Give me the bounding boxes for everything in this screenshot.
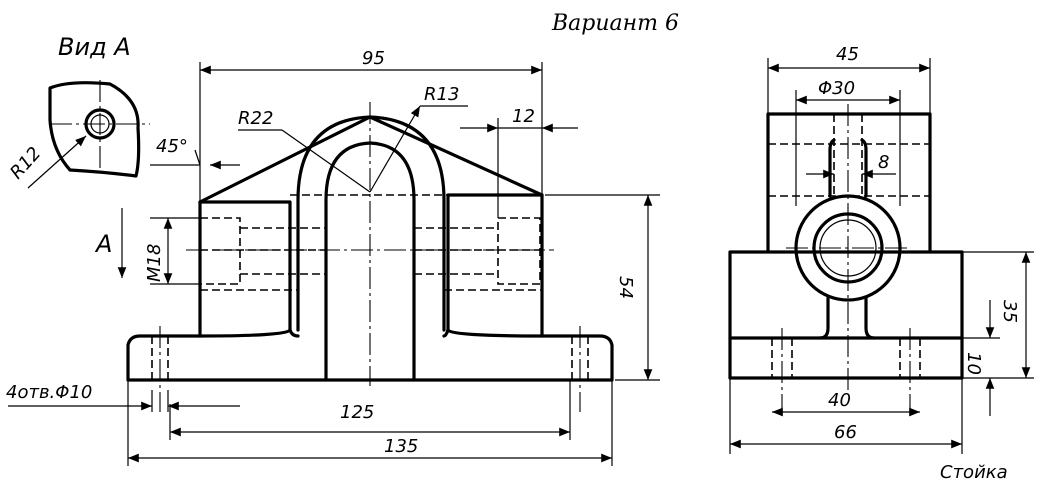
view-a-label: Вид А [58,33,131,61]
dim-8: 8 [878,152,889,173]
dim-35: 35 [999,300,1020,323]
dim-r22: R22 [238,108,273,129]
dim-45-degree: 45° [156,136,188,157]
side-view: 45 Φ30 8 35 10 40 66 [728,44,1034,454]
arrow-a-label: A [94,230,112,258]
dim-54: 54 [615,276,636,299]
dim-135: 135 [384,436,418,457]
view-direction-arrow: A [94,208,127,278]
dim-40: 40 [828,390,851,411]
dim-phi30: Φ30 [818,78,855,99]
dim-10: 10 [963,352,984,375]
dim-12: 12 [512,106,535,127]
dim-m18: M18 [144,244,165,282]
dim-45: 45 [836,44,859,65]
view-a-detail: Вид А R12 [6,33,150,189]
dim-r13: R13 [424,84,459,105]
variant-title: Вариант 6 [551,11,679,36]
part-name: Стойка [940,462,1008,483]
dim-125: 125 [340,402,374,423]
holes-note: 4отв.Φ10 [6,382,92,403]
front-view: 95 R13 R22 12 45° M18 54 [6,48,660,466]
dim-66: 66 [834,422,857,443]
dim-95: 95 [362,48,385,69]
